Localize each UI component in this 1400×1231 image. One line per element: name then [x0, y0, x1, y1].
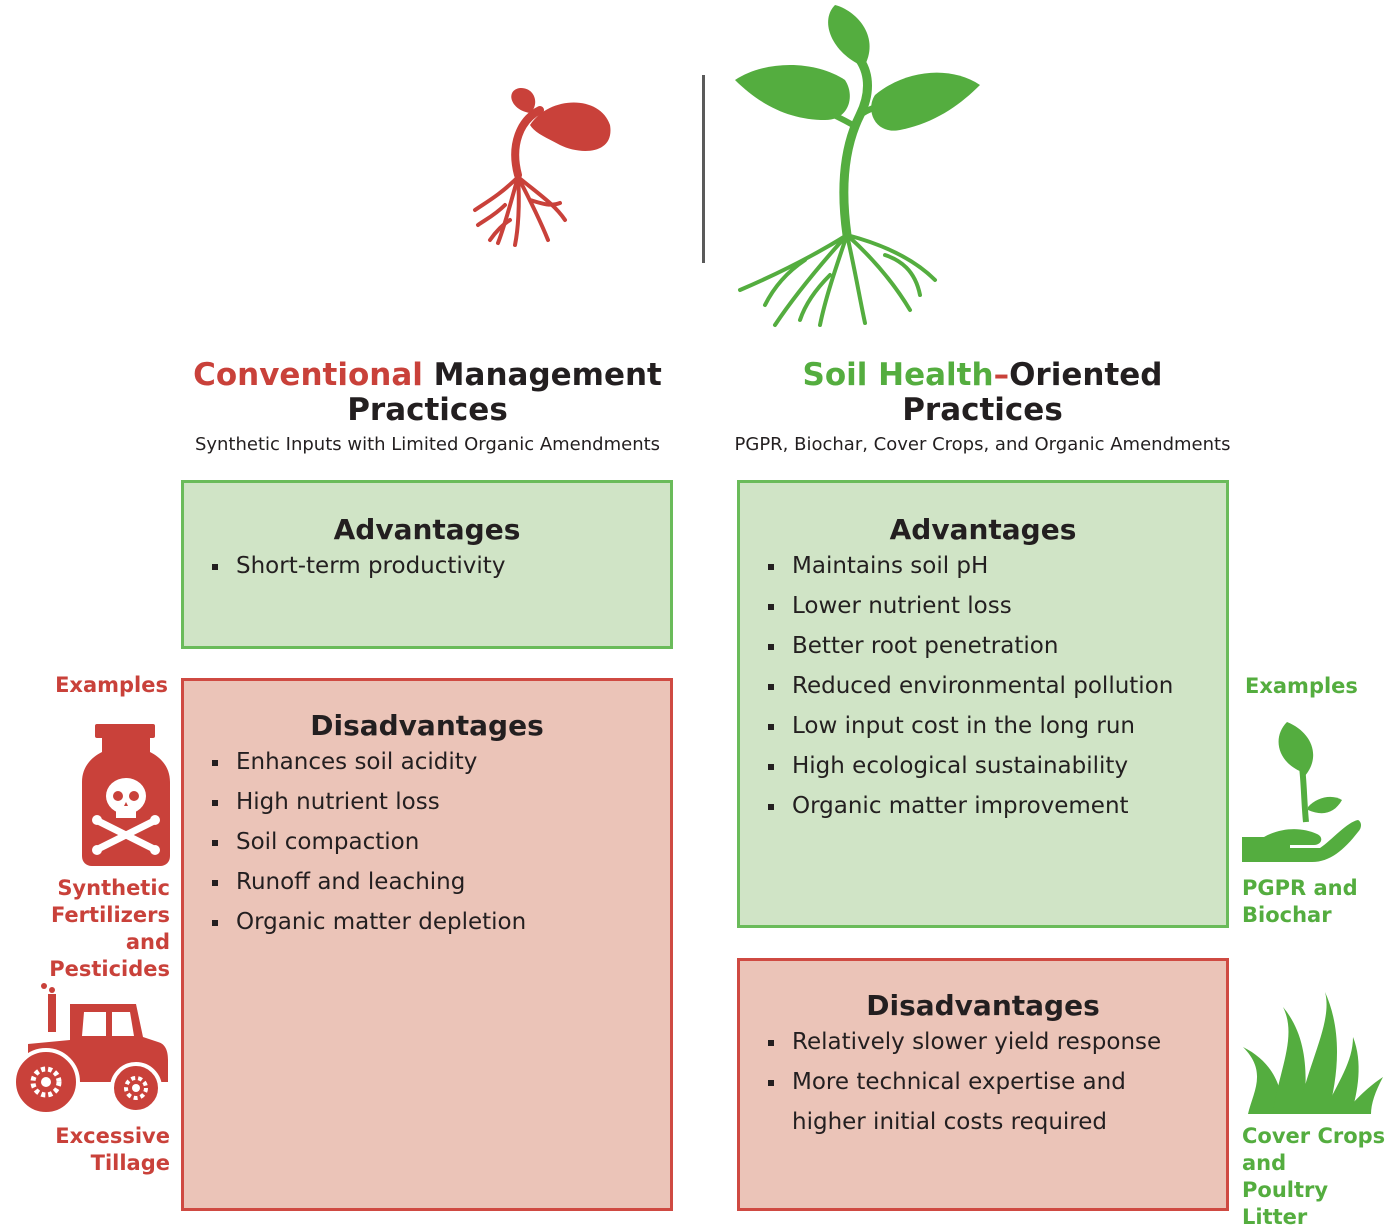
soil-health-disadvantages-box: Disadvantages Relatively slower yield re…: [737, 958, 1229, 1211]
soil-health-examples-label: Examples: [1245, 674, 1358, 698]
conventional-disadvantages-box: Disadvantages Enhances soil acidity High…: [181, 678, 673, 1211]
tractor-icon: [12, 983, 168, 1116]
soil-health-title-dash: –: [993, 357, 1010, 393]
example-line: Cover Crops: [1242, 1124, 1386, 1148]
list-item: Runoff and leaching: [184, 862, 670, 902]
conventional-title-colored: Conventional: [193, 357, 423, 393]
conventional-disadvantages-heading: Disadvantages: [310, 709, 544, 742]
soil-health-advantages-heading: Advantages: [889, 513, 1077, 546]
soil-health-disadvantages-heading: Disadvantages: [866, 989, 1100, 1022]
example-line: Biochar: [1242, 903, 1332, 927]
list-item: Relatively slower yield response: [740, 1022, 1226, 1062]
soil-health-title-colored: Soil Health: [802, 357, 994, 393]
list-item: Organic matter improvement: [740, 786, 1226, 826]
soil-health-title: Soil Health–Oriented Practices: [730, 358, 1235, 428]
soil-health-advantages-box: Advantages Maintains soil pH Lower nutri…: [737, 480, 1229, 928]
example-line: PGPR and: [1242, 876, 1358, 900]
soil-health-header: Soil Health–Oriented Practices PGPR, Bio…: [730, 358, 1235, 456]
example-excessive-tillage-label: Excessive Tillage: [0, 1123, 170, 1177]
list-item: Lower nutrient loss: [740, 586, 1226, 626]
grass-icon: [1243, 992, 1383, 1114]
list-item: Soil compaction: [184, 822, 670, 862]
example-pgpr-biochar-label: PGPR and Biochar: [1242, 875, 1358, 929]
example-line: Pesticides: [49, 957, 170, 981]
conventional-examples-label: Examples: [55, 673, 168, 697]
hand-plant-icon: [1242, 722, 1361, 862]
example-line: Synthetic: [57, 876, 170, 900]
example-line: Fertilizers and: [50, 903, 170, 954]
poison-bottle-icon: [82, 724, 170, 866]
conventional-advantages-list: Short-term productivity: [184, 546, 670, 586]
conventional-title: Conventional Management Practices: [180, 358, 675, 428]
soil-health-title-line2: Practices: [902, 392, 1063, 428]
conventional-disadvantages-list: Enhances soil acidity High nutrient loss…: [184, 742, 670, 942]
list-item: Reduced environmental pollution: [740, 666, 1226, 706]
list-item: Better root penetration: [740, 626, 1226, 666]
list-item: High nutrient loss: [184, 782, 670, 822]
list-item: High ecological sustainability: [740, 746, 1226, 786]
soil-health-advantages-list: Maintains soil pH Lower nutrient loss Be…: [740, 546, 1226, 826]
divider-line: [702, 75, 705, 263]
example-cover-crops-label: Cover Crops and Poultry Litter: [1242, 1123, 1400, 1231]
large-plant-icon: [735, 5, 980, 327]
soil-health-subtitle: PGPR, Biochar, Cover Crops, and Organic …: [734, 434, 1231, 455]
list-item: Short-term productivity: [184, 546, 670, 586]
conventional-title-line2: Practices: [347, 392, 508, 428]
list-item: Maintains soil pH: [740, 546, 1226, 586]
conventional-header: Conventional Management Practices Synthe…: [180, 358, 675, 456]
soil-health-disadvantages-list: Relatively slower yield response More te…: [740, 1022, 1226, 1142]
list-item: Low input cost in the long run: [740, 706, 1226, 746]
list-item: More technical expertise and: [740, 1062, 1226, 1102]
conventional-advantages-box: Advantages Short-term productivity: [181, 480, 673, 649]
example-synthetic-fertilizers-label: Synthetic Fertilizers and Pesticides: [0, 875, 170, 983]
conventional-subtitle: Synthetic Inputs with Limited Organic Am…: [194, 434, 661, 455]
list-item: higher initial costs required: [792, 1109, 1108, 1135]
example-line: Tillage: [90, 1151, 170, 1175]
small-sprout-icon: [473, 87, 611, 247]
example-line: Poultry Litter: [1242, 1178, 1329, 1229]
list-item: Organic matter depletion: [184, 902, 670, 942]
conventional-advantages-heading: Advantages: [333, 513, 521, 546]
list-item: Enhances soil acidity: [184, 742, 670, 782]
example-line: Excessive: [55, 1124, 170, 1148]
conventional-title-rest: Management: [422, 357, 662, 393]
example-line: and: [1242, 1151, 1287, 1175]
soil-health-title-rest: Oriented: [1009, 357, 1163, 393]
